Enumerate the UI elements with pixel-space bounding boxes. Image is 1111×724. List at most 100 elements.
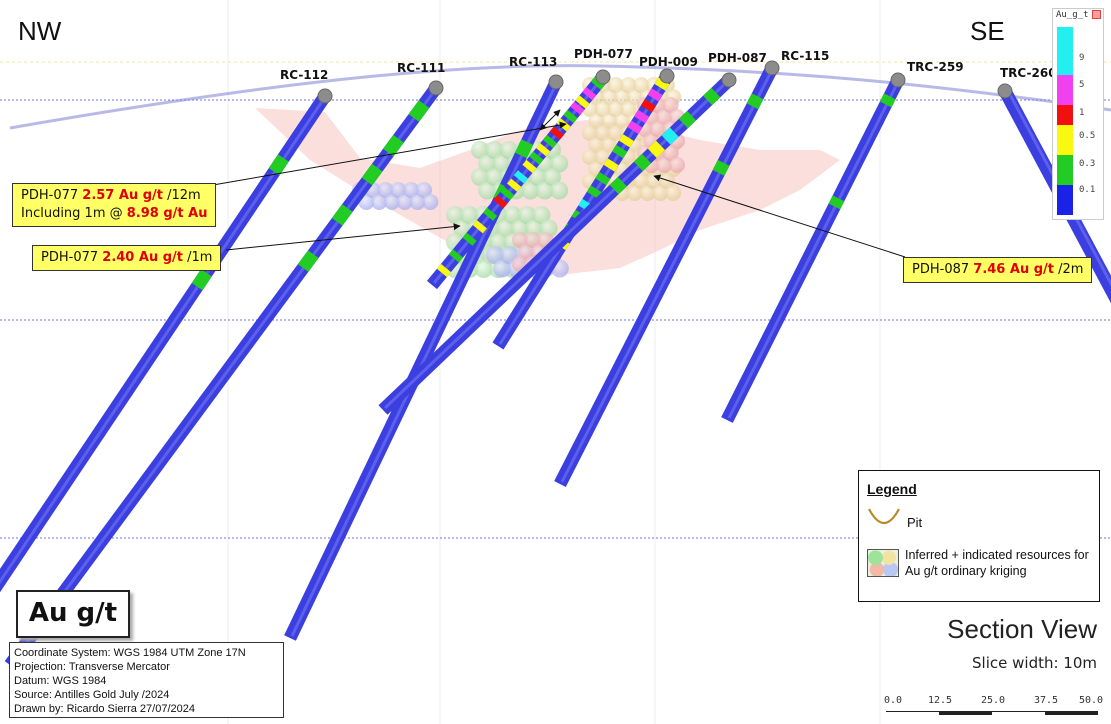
scale-segment <box>939 711 992 715</box>
callout-leaders <box>212 109 906 258</box>
drillhole-highlight <box>10 85 440 664</box>
resource-block <box>614 89 630 105</box>
grade-interval-green <box>563 109 578 124</box>
callout-hole: PDH-077 <box>21 188 79 203</box>
hole-label-rc-112: RC-112 <box>280 68 329 82</box>
grade-interval-green <box>483 207 498 221</box>
hole-label-pdh-009: PDH-009 <box>639 55 698 69</box>
grade-interval-yellow <box>472 220 487 234</box>
scale-tick-37-5: 37.5 <box>1034 695 1059 706</box>
resource-block <box>503 206 522 224</box>
hole-label-rc-113: RC-113 <box>509 55 558 69</box>
callout-value: 2.40 Au g/t <box>102 250 183 265</box>
collar-cap <box>428 80 444 96</box>
unit-label: Au g/t <box>28 598 118 628</box>
grade-interval-green <box>191 269 212 291</box>
resource-block <box>662 145 679 161</box>
hole-label-rc-115: RC-115 <box>781 49 830 63</box>
grade-interval-red <box>640 99 656 113</box>
info-source: Source: Antilles Gold July /2024 <box>14 689 170 701</box>
callout-length: /12m <box>163 188 201 203</box>
info-coordinate-system: Coordinate System: WGS 1984 UTM Zone 17N <box>14 647 246 659</box>
grade-interval-green <box>746 93 764 110</box>
grade-interval-magenta <box>570 101 585 115</box>
resource-block <box>601 113 618 129</box>
drillhole-rc-115 <box>554 60 780 487</box>
callout-pdh-077-main: PDH-077 2.57 Au g/t /12m Including 1m @ … <box>12 183 217 227</box>
grade-interval-green <box>828 195 845 210</box>
resource-block <box>665 185 682 201</box>
colorbar-tick-5: 5 <box>1079 80 1085 90</box>
grade-interval-green <box>703 87 721 106</box>
resource-block <box>601 137 618 153</box>
callout-pdh-087: PDH-087 7.46 Au g/t /2m <box>903 257 1093 283</box>
grade-interval-green <box>500 186 515 201</box>
resource-block <box>639 185 656 201</box>
colorbar-tick-9: 9 <box>1079 53 1085 63</box>
resource-block <box>656 157 673 173</box>
drillhole-trc-259 <box>721 72 906 423</box>
grade-colorbar[interactable]: Au_g_t 9 5 1 0.5 0.3 0.1 <box>1052 8 1104 220</box>
resource-block <box>485 168 504 186</box>
resource-block <box>601 89 618 105</box>
section-view-title: Section View <box>947 614 1097 644</box>
colorbar-close-icon[interactable] <box>1092 10 1101 19</box>
resource-block <box>669 157 685 173</box>
colorbar-swatch-cyan <box>1057 27 1073 75</box>
resource-block <box>409 194 426 210</box>
grade-interval-green <box>408 100 430 122</box>
scale-tick-25: 25.0 <box>981 695 1006 706</box>
leader-arrow <box>225 223 461 251</box>
drillhole-highlight <box>560 65 776 483</box>
scale-tick-0: 0.0 <box>884 695 903 706</box>
resource-block <box>518 244 535 260</box>
drillhole-highlight <box>0 93 329 585</box>
scale-tick-50: 50.0 <box>1079 695 1104 706</box>
leader-arrow <box>212 121 567 186</box>
resource-block <box>649 121 666 137</box>
grade-interval-yellow <box>647 140 665 158</box>
resource-block <box>521 181 540 200</box>
resource-block <box>486 246 504 264</box>
colorbar-tick-0-5: 0.5 <box>1079 131 1096 141</box>
callout-value: 2.57 Au g/t <box>82 188 163 203</box>
grade-interval-green <box>542 134 558 149</box>
grade-interval-green <box>633 153 652 172</box>
legend-resource-label: Inferred + indicated resources for Au g/… <box>905 548 1089 578</box>
callout-value-2: 8.98 g/t Au <box>126 206 208 221</box>
resource-block <box>492 154 511 173</box>
grade-interval-yellow <box>575 95 590 109</box>
collar-cap <box>317 88 333 104</box>
resource-block <box>594 101 611 117</box>
grade-interval-green <box>268 154 289 176</box>
resource-block <box>512 232 528 248</box>
resource-block <box>607 77 624 93</box>
colorbar-tick-0-3: 0.3 <box>1079 159 1096 169</box>
grade-interval-green <box>448 249 464 263</box>
grade-interval-green <box>678 110 697 129</box>
resource-block <box>633 173 650 189</box>
legend: Legend Pit Inferred + indicated resource… <box>858 470 1100 602</box>
resource-block <box>662 97 679 113</box>
direction-label-nw: NW <box>18 16 62 46</box>
resource-block <box>499 141 518 159</box>
grade-interval-green <box>609 176 627 195</box>
colorbar-title: Au_g_t <box>1056 10 1089 20</box>
resource-block <box>446 206 464 224</box>
resource-block <box>607 125 624 141</box>
collar-cap <box>721 72 737 88</box>
drillhole-rc-111 <box>4 80 444 669</box>
resource-block <box>510 219 529 238</box>
info-drawn-by: Drawn by: Ricardo Sierra 27/07/2024 <box>14 703 195 715</box>
resource-block <box>532 206 551 224</box>
legend-title: Legend <box>867 481 917 497</box>
info-datum: Datum: WGS 1984 <box>14 675 107 687</box>
grade-interval-cyan <box>661 127 679 145</box>
pit-symbol-icon <box>868 508 900 525</box>
scale-tick-12-5: 12.5 <box>928 695 953 706</box>
resource-block <box>620 101 637 117</box>
grade-interval-yellow <box>436 263 452 278</box>
grade-interval-yellow <box>522 159 537 174</box>
